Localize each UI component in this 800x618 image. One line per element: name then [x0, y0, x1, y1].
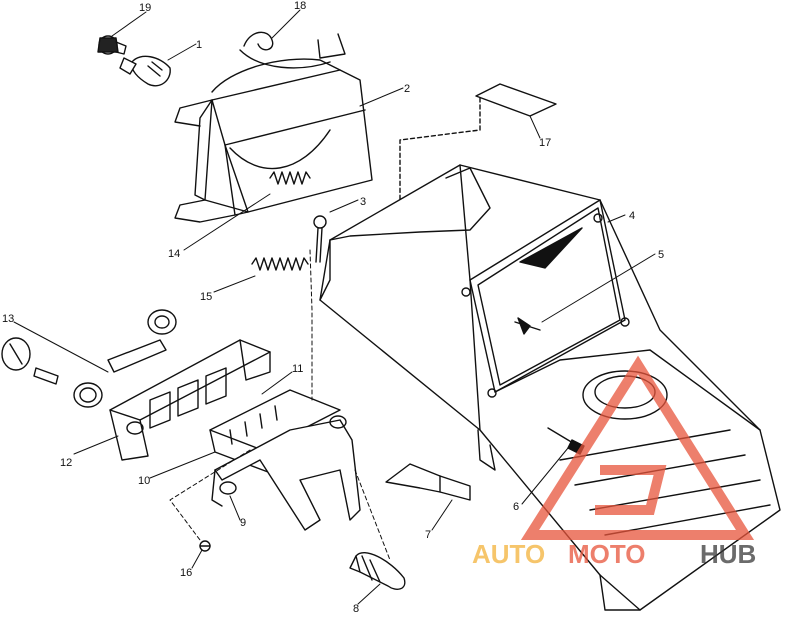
callout-19: 19 [139, 2, 151, 14]
callout-10: 10 [138, 475, 150, 487]
callout-17: 17 [539, 137, 551, 149]
watermark-text-hub: HUB [700, 539, 756, 569]
callout-3: 3 [360, 196, 366, 208]
indicator-bulb [349, 551, 406, 590]
console-screw [514, 317, 541, 335]
watermark-logo: AUTO MOTO HUB [472, 355, 756, 569]
grommet [147, 309, 177, 335]
leader-lines [13, 9, 656, 605]
callout-13: 13 [2, 313, 14, 325]
callout-5: 5 [658, 249, 664, 261]
callout-8: 8 [353, 603, 359, 615]
callout-16: 16 [180, 567, 192, 579]
ignition-switch [1, 337, 59, 385]
toggle-switch [385, 463, 471, 501]
callout-12: 12 [60, 457, 72, 469]
adjuster-spring-upper [269, 171, 311, 185]
callout-9: 9 [240, 517, 246, 529]
callout-4: 4 [629, 210, 635, 222]
wire-clip [239, 31, 331, 69]
bracket-screw [199, 540, 211, 552]
callout-6: 6 [513, 501, 519, 513]
callout-11: 11 [292, 363, 303, 375]
adjuster-spring-lower [251, 257, 309, 271]
callout-1: 1 [196, 39, 202, 51]
bulb-socket [97, 35, 127, 55]
adjuster-screw [313, 215, 327, 263]
callout-7: 7 [425, 529, 431, 541]
callout-14: 14 [168, 248, 180, 260]
switch-plate [107, 339, 167, 373]
headlight-housing [174, 33, 373, 223]
watermark-text-auto: AUTO [472, 539, 545, 569]
watermark-text-moto: MOTO [568, 539, 646, 569]
mounting-bracket [211, 415, 361, 531]
callout-labels: 1 2 3 4 5 6 7 8 9 10 11 12 13 14 15 16 1… [2, 0, 664, 615]
callout-2: 2 [404, 83, 410, 95]
switch-knob [73, 382, 103, 408]
headlight-bulb [119, 55, 171, 87]
callout-18: 18 [294, 0, 306, 12]
callout-15: 15 [200, 291, 212, 303]
hood-console [319, 164, 781, 611]
switch-bracket [109, 339, 271, 461]
